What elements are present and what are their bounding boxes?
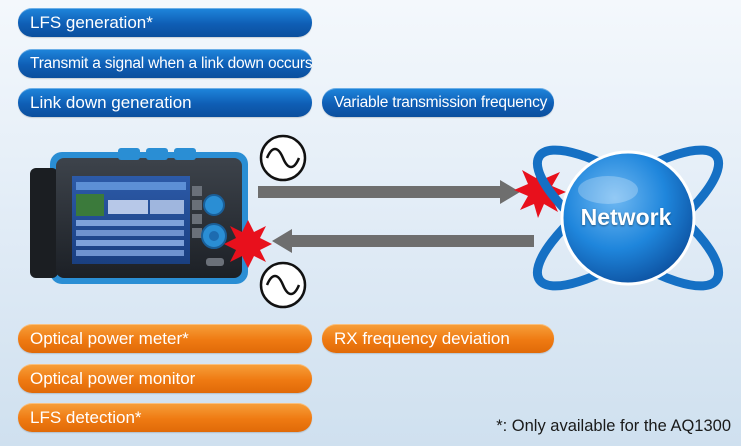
- sine-wave-icon: [259, 261, 307, 309]
- receive-arrow: [272, 229, 534, 253]
- test-instrument: [30, 148, 248, 284]
- link-down-burst-icon: [224, 220, 272, 268]
- network-globe-icon: [532, 145, 724, 291]
- link-down-generation-label: Link down generation: [18, 88, 312, 117]
- lfs-generation-label: LFS generation*: [18, 8, 312, 37]
- instrument-handle: [30, 168, 58, 278]
- network-label: Network: [580, 204, 672, 230]
- optical-power-meter-label: Optical power meter*: [18, 324, 312, 353]
- footnote: *: Only available for the AQ1300: [496, 417, 731, 435]
- transmit-arrow: [258, 180, 520, 204]
- lfs-detection-label: LFS detection*: [18, 403, 312, 432]
- rx-frequency-deviation-label: RX frequency deviation: [322, 324, 554, 353]
- variable-frequency-label: Variable transmission frequency: [322, 88, 554, 117]
- link-down-burst-icon: [514, 164, 566, 218]
- optical-power-monitor-label: Optical power monitor: [18, 364, 312, 393]
- sine-wave-icon: [259, 134, 307, 182]
- transmit-signal-label: Transmit a signal when a link down occur…: [18, 49, 313, 78]
